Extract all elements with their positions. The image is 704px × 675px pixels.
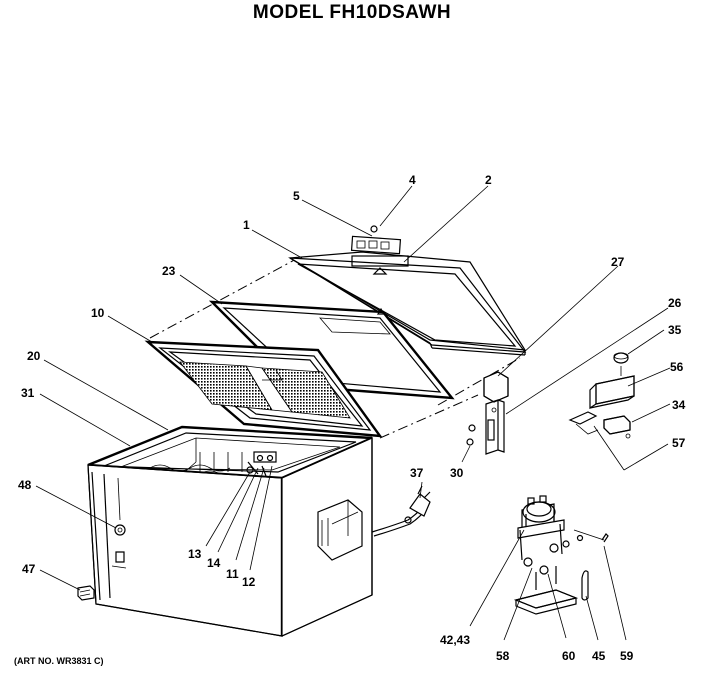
compressor-assembly [514, 495, 609, 615]
callout-20: 20 [27, 349, 41, 363]
callout-2: 2 [485, 173, 492, 187]
callout-57: 57 [672, 436, 686, 450]
callout-23: 23 [162, 264, 176, 278]
callout-5: 5 [293, 189, 300, 203]
callout-10: 10 [91, 306, 105, 320]
callout-56: 56 [670, 360, 684, 374]
art-number: (ART NO. WR3831 C) [14, 656, 104, 666]
callout-labels: 1 2 4 5 10 11 12 13 14 20 23 26 27 30 31… [18, 173, 686, 663]
callout-45: 45 [592, 649, 606, 663]
callout-47: 47 [22, 562, 36, 576]
callout-37: 37 [410, 466, 424, 480]
callout-58: 58 [496, 649, 510, 663]
callout-1: 1 [243, 218, 250, 232]
callout-11: 11 [226, 567, 239, 581]
callout-31: 31 [21, 386, 35, 400]
relay-cover-assembly [568, 352, 635, 439]
bracket-26-27 [466, 371, 509, 455]
callout-12: 12 [242, 575, 256, 589]
callout-30: 30 [450, 466, 464, 480]
part-47 [77, 585, 95, 601]
callout-leaders [35, 185, 671, 641]
outer-lid [288, 225, 527, 356]
freezer-cabinet [87, 425, 373, 637]
callout-13: 13 [188, 547, 202, 561]
callout-48: 48 [18, 478, 32, 492]
callout-26: 26 [668, 296, 682, 310]
inner-lid-liner [144, 340, 383, 438]
callout-4: 4 [409, 173, 416, 187]
callout-35: 35 [668, 323, 682, 337]
callout-42-43: 42,43 [440, 633, 470, 647]
callout-60: 60 [562, 649, 576, 663]
page-title: MODEL FH10DSAWH [252, 2, 452, 23]
callout-14: 14 [207, 556, 221, 570]
callout-27: 27 [611, 255, 625, 269]
power-cord [371, 485, 431, 537]
callout-59: 59 [620, 649, 634, 663]
callout-34: 34 [672, 398, 686, 412]
